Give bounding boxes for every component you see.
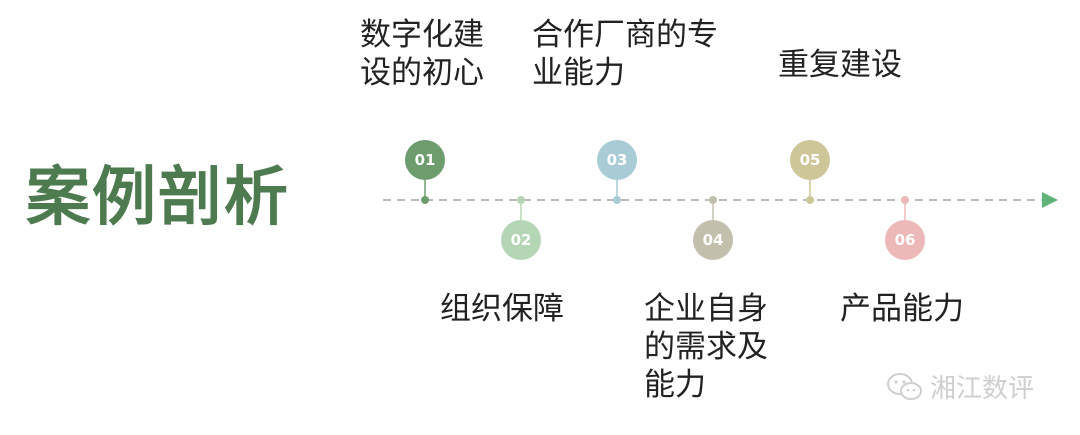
step-6: 06 [885, 196, 925, 260]
step-1: 01 [405, 140, 445, 204]
step-3-label: 合作厂商的专业能力 [532, 17, 718, 91]
step-3: 03 [597, 140, 637, 204]
step-number: 06 [895, 231, 916, 249]
step-axis-dot [709, 196, 717, 204]
step-circle [790, 140, 830, 180]
step-axis-dot [613, 196, 621, 204]
step-4: 04 [693, 196, 733, 260]
page-title: 案例剖析 [26, 161, 290, 235]
step-5: 05 [790, 140, 830, 204]
step-number: 04 [703, 231, 724, 249]
step-4-label: 企业自身的需求及能力 [644, 291, 768, 403]
step-circle [885, 220, 925, 260]
step-5-label: 重复建设 [778, 47, 902, 83]
timeline-arrowhead [1042, 192, 1058, 208]
step-circle [693, 220, 733, 260]
step-axis-dot [421, 196, 429, 204]
step-axis-dot [806, 196, 814, 204]
step-number: 01 [415, 151, 436, 169]
step-number: 02 [511, 231, 532, 249]
step-circle [405, 140, 445, 180]
step-6-label: 产品能力 [840, 291, 964, 327]
watermark-text: 湘江数评 [930, 374, 1035, 404]
step-number: 05 [800, 151, 821, 169]
step-number: 03 [607, 151, 628, 169]
step-1-label: 数字化建设的初心 [360, 17, 484, 91]
step-axis-dot [901, 196, 909, 204]
step-axis-dot [517, 196, 525, 204]
watermark: 湘江数评 [886, 368, 1034, 405]
wechat-icon [887, 372, 922, 400]
step-circle [501, 220, 541, 260]
step-circle [597, 140, 637, 180]
step-2: 02 [501, 196, 541, 260]
step-2-label: 组织保障 [440, 291, 564, 327]
